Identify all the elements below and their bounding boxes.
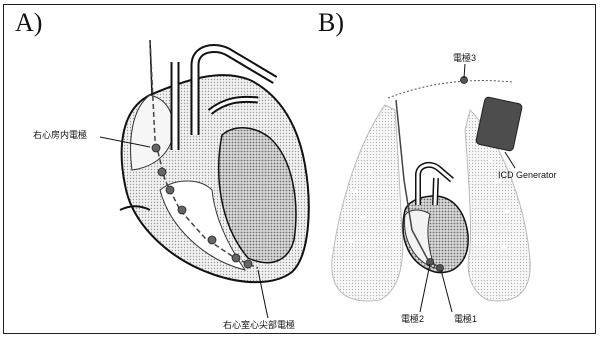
electrode2-label: 電極2 [401, 315, 424, 324]
electrode1-leader [441, 270, 452, 312]
chest-diagram-b [332, 64, 530, 312]
electrode-a7 [244, 260, 252, 268]
generator-leader [505, 152, 515, 168]
electrode1-label: 電極1 [454, 315, 477, 324]
electrode-a4 [178, 206, 186, 214]
electrode-a2 [158, 168, 166, 176]
heart-diagram-a [100, 40, 309, 318]
icd-generator [475, 97, 522, 152]
subcutaneous-arc [388, 81, 512, 98]
electrode-a6 [232, 254, 240, 262]
electrode-a1 [152, 144, 160, 152]
electrode-b1 [437, 265, 444, 272]
panel-label-b: B) [318, 10, 344, 36]
electrode-a3 [166, 186, 174, 194]
electrode3-leader [464, 64, 465, 78]
electrode-a5 [208, 236, 216, 244]
atrial-electrode-label: 右心房内電極 [33, 131, 87, 140]
panel-label-a: A) [15, 10, 42, 36]
right-lung [332, 105, 403, 301]
icd-generator-label: ICD Generator [498, 171, 557, 180]
electrode2-leader [420, 264, 430, 312]
electrode3-label: 電極3 [453, 54, 476, 63]
apical-electrode-label: 右心室心尖部電極 [223, 321, 295, 330]
